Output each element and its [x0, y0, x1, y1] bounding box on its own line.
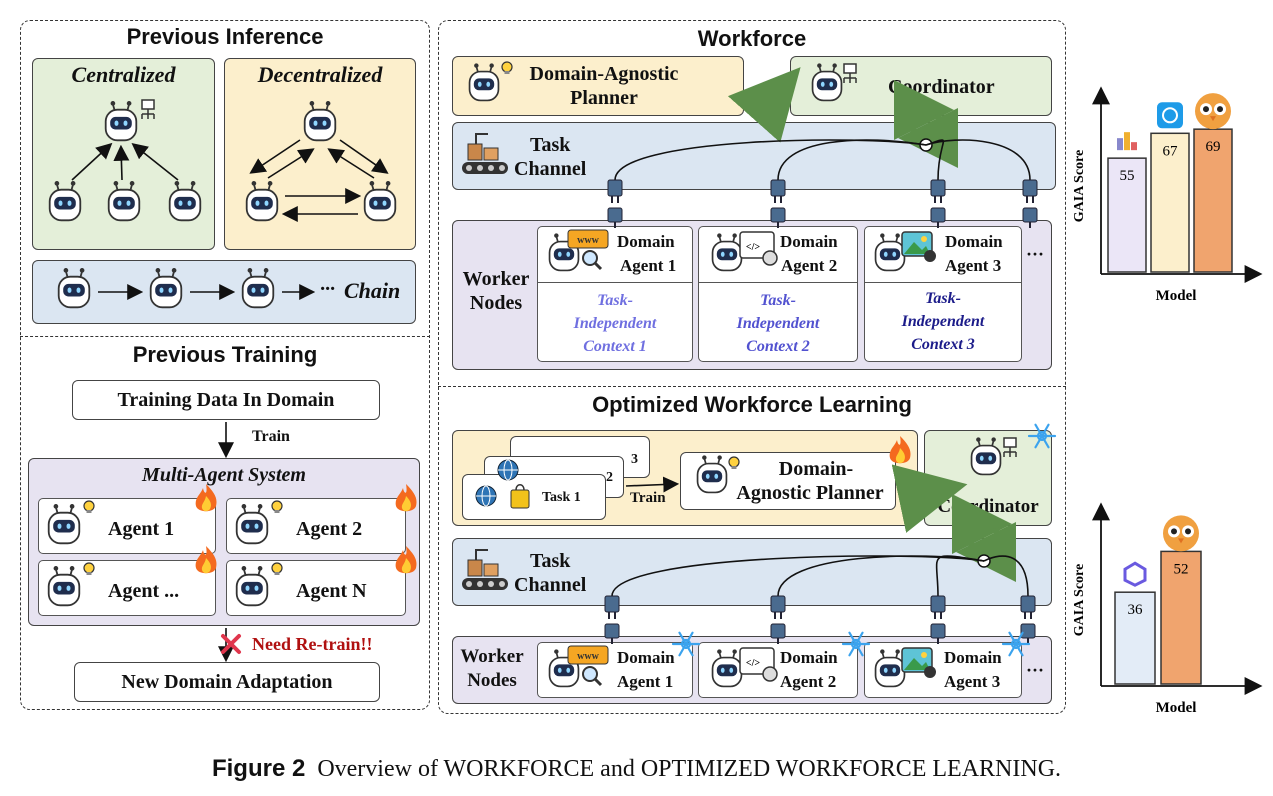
wf-agent-3-line2: Agent 3 — [945, 256, 1002, 275]
opt-agent-1-line2: Agent 1 — [617, 672, 674, 691]
opt-agent-3-line1: Domain — [944, 648, 1002, 667]
decentralized-label: Decentralized — [257, 62, 383, 87]
agent-label-2: Agent 2 — [296, 518, 363, 540]
wf-agent-2-line2: Agent 2 — [781, 256, 838, 275]
openai-icon — [1157, 102, 1183, 129]
task-doc-1-label: Task 1 — [542, 490, 581, 505]
bar — [1114, 591, 1156, 685]
centralized-label: Centralized — [71, 62, 176, 87]
bar-value-label: 52 — [1174, 561, 1189, 577]
wf-context-2-line2: Independent — [736, 315, 820, 332]
wf-agent-3-line1: Domain — [945, 232, 1003, 251]
previous-divider — [20, 336, 430, 337]
optimized-title: Optimized Workforce Learning — [592, 392, 912, 417]
task-doc-3-label: 3 — [631, 452, 638, 467]
opt-worker-nodes-line2: Nodes — [467, 670, 517, 691]
bar — [1150, 132, 1190, 273]
workforce-title: Workforce — [697, 26, 807, 51]
task-channel-line2: Channel — [514, 158, 587, 180]
opt-ellipsis: ··· — [1026, 660, 1045, 680]
task-doc-2-label: 2 — [606, 470, 613, 485]
planner-box — [452, 56, 744, 116]
caption-text: Overview of WORKFORCE and OPTIMIZED WORK… — [317, 756, 1062, 782]
coordinator-label: Coordinator — [888, 76, 995, 98]
wf-ellipsis: ··· — [1026, 244, 1045, 264]
bar — [1107, 157, 1147, 273]
agent-card-3 — [38, 560, 216, 616]
y-axis-label: GAIA Score — [1072, 150, 1087, 222]
previous-panel — [20, 20, 430, 710]
chain-ellipsis: ··· — [320, 278, 335, 300]
wf-context-2-line1: Task- — [760, 292, 796, 309]
bar-value-label: 67 — [1163, 143, 1179, 159]
wf-context-1-line1: Task- — [597, 292, 633, 309]
chain-label: Chain — [344, 278, 401, 303]
x-axis-label: Model — [1156, 288, 1197, 304]
bar — [1193, 128, 1233, 273]
opt-task-channel-line2: Channel — [514, 574, 587, 596]
planner-label: Domain-Agnostic Planner — [529, 63, 679, 109]
trophy-icon — [1117, 132, 1137, 151]
agent-label-4: Agent N — [296, 580, 367, 602]
wf-agent-1-line1: Domain — [617, 232, 675, 251]
wf-context-3-line2: Independent — [901, 313, 985, 330]
opt-agent-3-line2: Agent 3 — [944, 672, 1001, 691]
opt-agent-2-line1: Domain — [780, 648, 838, 667]
wf-context-3-line3: Context 3 — [911, 336, 975, 353]
wf-context-2-line3: Context 2 — [746, 338, 810, 355]
owl-icon — [1195, 93, 1231, 130]
workforce-divider — [438, 386, 1066, 387]
task-channel-line1: Task — [530, 134, 571, 156]
train-label: Train — [252, 428, 290, 445]
wf-context-3-line1: Task- — [925, 290, 961, 307]
task-doc-1 — [462, 474, 606, 520]
owl-icon — [1163, 515, 1199, 552]
wf-agent-1-divider — [537, 282, 693, 283]
training-data-box: Training Data In Domain — [72, 380, 380, 420]
opt-agent-1-line1: Domain — [617, 648, 675, 667]
wf-context-1-line2: Independent — [573, 315, 657, 332]
wf-agent-2-divider — [698, 282, 858, 283]
agent-label-1: Agent 1 — [108, 518, 175, 540]
agent-card-1 — [38, 498, 216, 554]
qwen-icon — [1123, 561, 1147, 587]
previous-training-title: Previous Training — [132, 342, 318, 367]
previous-inference-title: Previous Inference — [126, 24, 324, 49]
opt-agent-2-line2: Agent 2 — [780, 672, 837, 691]
figure-caption: Figure 2 Overview of WORKFORCE and OPTIM… — [0, 755, 1273, 783]
opt-coordinator-label: Coordinator — [937, 496, 1039, 517]
bar-value-label: 55 — [1120, 168, 1135, 184]
worker-nodes-line2: Nodes — [469, 292, 523, 314]
bar-value-label: 69 — [1206, 139, 1221, 155]
x-axis-label: Model — [1156, 700, 1197, 716]
agent-label-3: Agent ... — [108, 580, 180, 602]
caption-label: Figure 2 — [211, 755, 306, 782]
wf-context-1-line3: Context 1 — [583, 338, 647, 355]
bar-value-label: 36 — [1128, 602, 1144, 618]
wf-agent-1-line2: Agent 1 — [620, 256, 677, 275]
workforce-panel — [438, 20, 1066, 714]
wf-agent-3-divider — [864, 282, 1022, 283]
mas-title: Multi-Agent System — [142, 464, 306, 486]
y-axis-label: GAIA Score — [1072, 564, 1087, 636]
opt-planner-line1: Domain- — [778, 458, 854, 480]
opt-planner-line2: Agnostic Planner — [736, 482, 884, 504]
worker-nodes-line1: Worker — [462, 268, 530, 290]
opt-worker-nodes-line1: Worker — [460, 646, 524, 667]
wf-agent-2-line1: Domain — [780, 232, 838, 251]
new-domain-box: New Domain Adaptation — [74, 662, 380, 702]
need-retrain-label: Need Re-train!! — [252, 634, 373, 654]
bar — [1160, 550, 1202, 685]
opt-train-label: Train — [630, 490, 666, 506]
opt-task-channel-line1: Task — [530, 550, 571, 572]
